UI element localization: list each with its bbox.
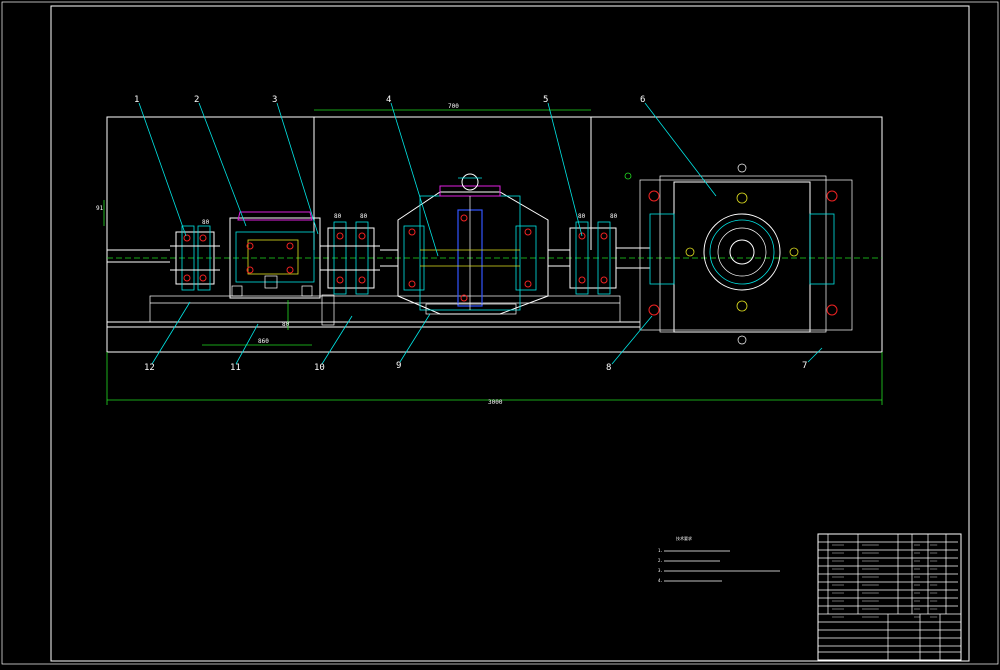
coupling-left — [170, 225, 220, 291]
dim-flange-a: 80 — [202, 219, 210, 226]
balloon-6: 6 — [640, 95, 645, 105]
coupling-middle — [320, 221, 398, 326]
dim-overall: 3000 — [488, 399, 503, 406]
leader-lines — [138, 102, 823, 365]
dim-left-height: 91 — [96, 205, 104, 212]
marker-icon — [624, 172, 632, 180]
balloon-labels: 1 2 3 4 5 6 7 8 9 10 11 12 — [134, 95, 807, 373]
dimension-lines — [103, 109, 883, 405]
dim-base-offset: 80 — [282, 321, 290, 328]
note-line-2: 2. — [658, 558, 663, 563]
balloon-9: 9 — [396, 361, 401, 371]
note-line-3: 3. — [658, 568, 663, 573]
dim-base-length: 860 — [258, 338, 269, 345]
technical-notes: 技术要求 1. 2. 3. 4. — [658, 535, 780, 583]
magnetic-brake — [397, 173, 549, 315]
dim-flange-d: 80 — [578, 213, 586, 220]
dim-flange-c: 80 — [360, 213, 368, 220]
balloon-12: 12 — [144, 363, 155, 373]
note-line-4: 4. — [658, 578, 663, 583]
inner-frame — [50, 5, 970, 662]
dim-span-top: 700 — [448, 103, 459, 110]
notes-heading: 技术要求 — [676, 535, 692, 541]
balloon-4: 4 — [386, 95, 391, 105]
balloon-11: 11 — [230, 363, 241, 373]
balloon-10: 10 — [314, 363, 325, 373]
balloon-1: 1 — [134, 95, 139, 105]
balloon-8: 8 — [606, 363, 611, 373]
balloon-3: 3 — [272, 95, 277, 105]
note-line-1: 1. — [658, 548, 663, 553]
dim-flange-b: 80 — [334, 213, 342, 220]
title-block — [817, 533, 962, 661]
dim-flange-e: 80 — [610, 213, 618, 220]
motor-end-view — [648, 163, 838, 345]
base-frame — [106, 116, 883, 353]
coupling-right — [548, 221, 650, 295]
balloon-7: 7 — [802, 361, 807, 371]
balloon-5: 5 — [543, 95, 548, 105]
torque-sensor-housing — [229, 211, 321, 299]
balloon-2: 2 — [194, 95, 199, 105]
